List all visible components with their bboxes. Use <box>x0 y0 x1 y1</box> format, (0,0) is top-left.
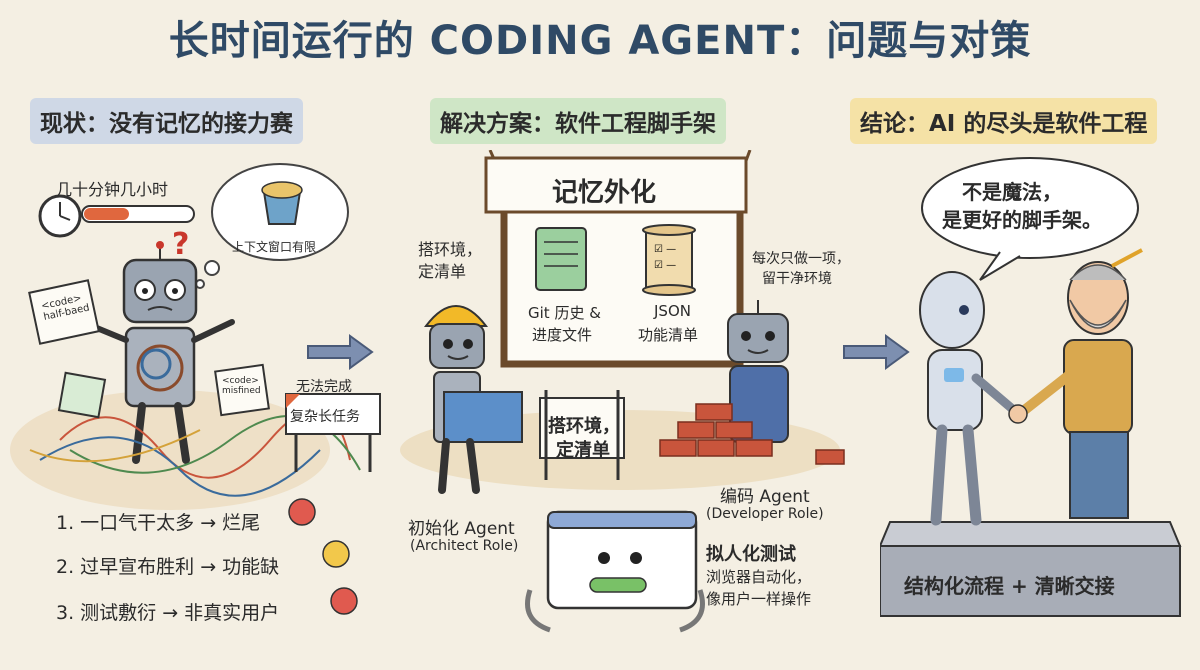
code-paper-a <box>28 279 100 345</box>
test-desc-line2: 像用户一样操作 <box>706 590 812 608</box>
scroll-checklist-icon: ☑ — ☑ — <box>642 224 696 296</box>
git-label-line1: Git 历史 & <box>528 304 601 322</box>
checklist-sign <box>539 390 625 480</box>
architect-note-line2: 定清单 <box>418 262 467 281</box>
problem-item: 1. 一口气干太多 → 烂尾 <box>56 512 261 534</box>
speech-line1: 不是魔法， <box>962 180 1062 204</box>
code-paper-b-text: <code> misfined <box>222 376 261 396</box>
architect-note-line1: 搭环境， <box>418 240 483 259</box>
svg-text:☑ —: ☑ — <box>654 244 676 255</box>
browser-test-window <box>525 510 705 633</box>
architect-robot <box>423 305 523 494</box>
right-arrow-icon-2 <box>843 334 910 370</box>
architect-name: 初始化 Agent <box>408 519 515 539</box>
solution-illustration: ☑ — ☑ — <box>400 150 845 633</box>
problem-item: 3. 测试敷衍 → 非真实用户 <box>56 602 280 624</box>
complex-task-sign: 复杂长任务 <box>290 409 360 425</box>
brick-wall <box>659 403 845 465</box>
overflowing-bucket-icon <box>261 181 303 225</box>
timer-icon <box>38 194 195 238</box>
developer-note-line1: 每次只做一项， <box>752 251 850 267</box>
architect-role: (Architect Role) <box>410 538 519 554</box>
test-desc-line1: 浏览器自动化， <box>706 568 812 586</box>
notebook-icon <box>535 227 587 291</box>
angry-face-icon-2 <box>330 587 358 615</box>
section-header-solution: 解决方案：软件工程脚手架 <box>430 98 726 144</box>
code-paper-b <box>57 363 270 419</box>
svg-text:☑ —: ☑ — <box>654 260 676 271</box>
context-window-label: 上下文窗口有限 <box>232 240 317 254</box>
human-engineer <box>1008 248 1143 519</box>
json-label-line1: JSON <box>654 302 691 320</box>
developer-role: (Developer Role) <box>706 506 824 522</box>
speech-bubble <box>921 157 1139 281</box>
page-title: 长时间运行的 CODING AGENT：问题与对策 <box>168 18 1032 64</box>
pedestal-label: 结构化流程 + 清晰交接 <box>904 574 1115 598</box>
test-title: 拟人化测试 <box>706 544 796 565</box>
humanoid-robot <box>919 271 1021 526</box>
confused-robot <box>89 241 235 464</box>
thought-bubble <box>195 163 349 289</box>
json-label-line2: 功能清单 <box>638 326 699 344</box>
frustrated-face-icon <box>322 540 350 568</box>
developer-robot <box>727 300 789 443</box>
sign-line2: 定清单 <box>556 440 610 461</box>
speech-line2: 是更好的脚手架。 <box>942 208 1102 232</box>
problem-item: 2. 过早宣布胜利 → 功能缺 <box>56 556 280 578</box>
developer-note-line2: 留干净环境 <box>762 271 832 287</box>
section-header-current: 现状：没有记忆的接力赛 <box>30 98 303 144</box>
sign-line1: 搭环境， <box>548 416 620 437</box>
cannot-finish-label: 无法完成 <box>296 379 352 395</box>
conclusion-illustration <box>880 157 1182 617</box>
current-illustration: ? <box>10 163 381 615</box>
handshake-icon <box>1008 404 1028 424</box>
angry-face-icon <box>288 498 316 526</box>
memory-board: ☑ — ☑ — <box>484 150 752 368</box>
question-mark-icon: ? <box>172 227 189 262</box>
git-label-line2: 进度文件 <box>532 326 593 344</box>
section-header-conclusion: 结论：AI 的尽头是软件工程 <box>850 98 1158 144</box>
right-arrow-icon <box>307 334 374 370</box>
road-barrier <box>285 393 381 472</box>
developer-name: 编码 Agent <box>720 487 810 507</box>
timer-label: 几十分钟几小时 <box>56 180 169 199</box>
pedestal <box>880 521 1182 617</box>
board-title: 记忆外化 <box>552 178 657 208</box>
